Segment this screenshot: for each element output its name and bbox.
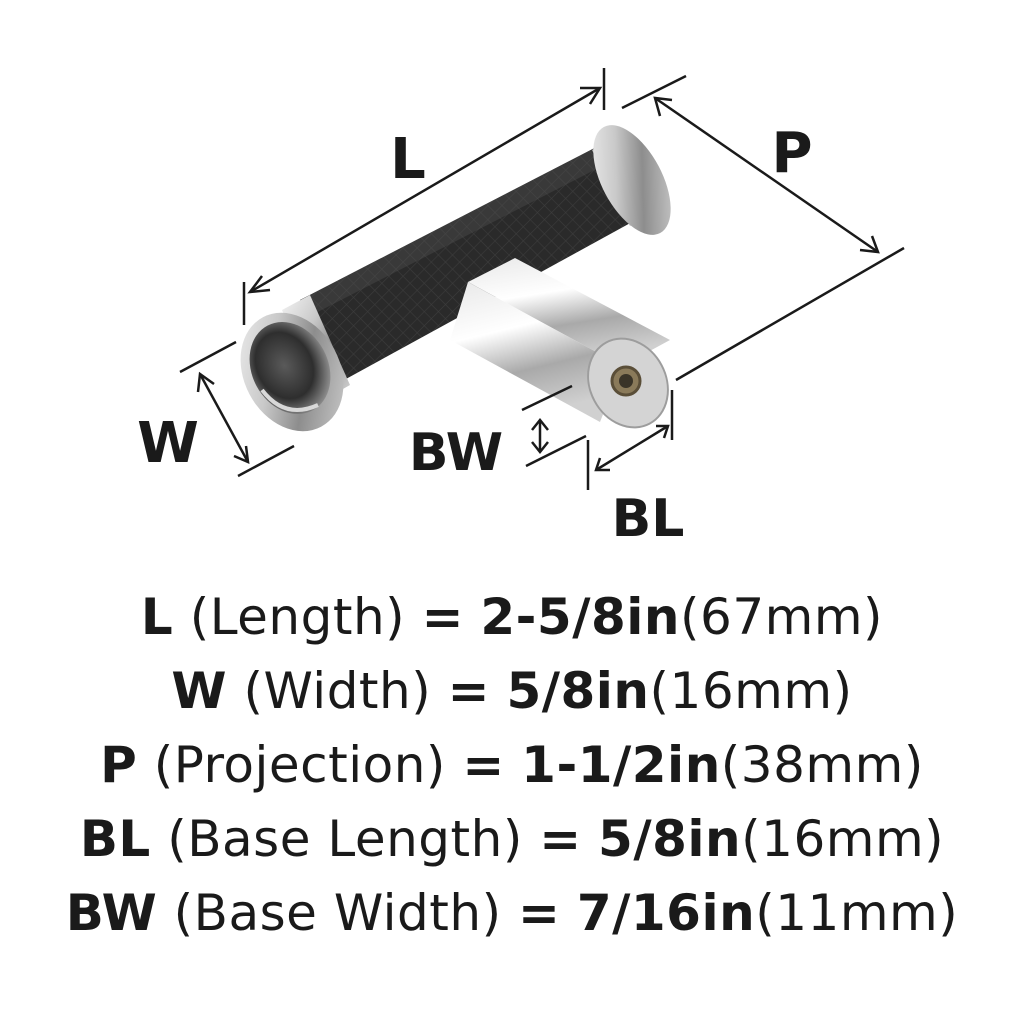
dimension-metric: (38mm) <box>720 736 924 794</box>
product-dimension-diagram: L P W BW BL <box>137 68 905 549</box>
dimension-equals: = <box>421 588 464 646</box>
dimension-code: P <box>100 736 138 794</box>
dimension-row-projection: P (Projection) = 1-1/2in(38mm) <box>0 728 1024 802</box>
base-post <box>450 258 670 429</box>
dimension-metric: (16mm) <box>741 810 945 868</box>
dimension-metric: (16mm) <box>649 662 853 720</box>
width-label: W <box>137 411 199 476</box>
dimension-code: BL <box>79 810 151 868</box>
base-width-label: BW <box>409 423 503 483</box>
projection-dimension-line <box>654 96 879 254</box>
dimension-name: (Width) <box>243 662 432 720</box>
dimension-code: L <box>140 588 174 646</box>
t-knob-illustration: L P W BW BL <box>137 68 905 549</box>
dimension-row-base-width: BW (Base Width) = 7/16in(11mm) <box>0 876 1024 950</box>
dimension-row-length: L (Length) = 2-5/8in(67mm) <box>0 580 1024 654</box>
dimension-row-width: W (Width) = 5/8in(16mm) <box>0 654 1024 728</box>
knob-bar <box>300 140 645 385</box>
dimension-equals: = <box>518 884 561 942</box>
projection-label: P <box>771 121 812 186</box>
dimension-metric: (11mm) <box>755 884 959 942</box>
dimension-imperial: 7/16in <box>576 884 756 942</box>
dimension-equals: = <box>447 662 491 720</box>
length-label: L <box>390 127 426 192</box>
dimension-equals: = <box>539 810 582 868</box>
left-end-cap <box>240 295 350 432</box>
dimension-equals: = <box>462 736 505 794</box>
dimension-imperial: 2-5/8in <box>480 588 681 646</box>
dimension-imperial: 1-1/2in <box>521 736 721 794</box>
dimension-name: (Projection) <box>153 736 446 794</box>
right-end-cap <box>592 125 671 235</box>
dimension-imperial: 5/8in <box>598 810 742 868</box>
dimension-list: L (Length) = 2-5/8in(67mm) W (Width) = 5… <box>0 580 1024 950</box>
dimension-imperial: 5/8in <box>506 662 650 720</box>
dimension-row-base-length: BL (Base Length) = 5/8in(16mm) <box>0 802 1024 876</box>
dimension-name: (Base Length) <box>167 810 523 868</box>
dimension-name: (Base Width) <box>173 884 502 942</box>
base-length-label: BL <box>612 489 685 549</box>
width-dimension-line <box>198 373 250 463</box>
dimension-metric: (67mm) <box>680 588 884 646</box>
dimension-lines <box>179 68 905 490</box>
dimension-code: W <box>171 662 228 720</box>
length-dimension-line <box>249 86 601 294</box>
dimension-name: (Length) <box>189 588 406 646</box>
dimension-code: BW <box>65 884 158 942</box>
base-length-dimension-line <box>595 424 669 472</box>
